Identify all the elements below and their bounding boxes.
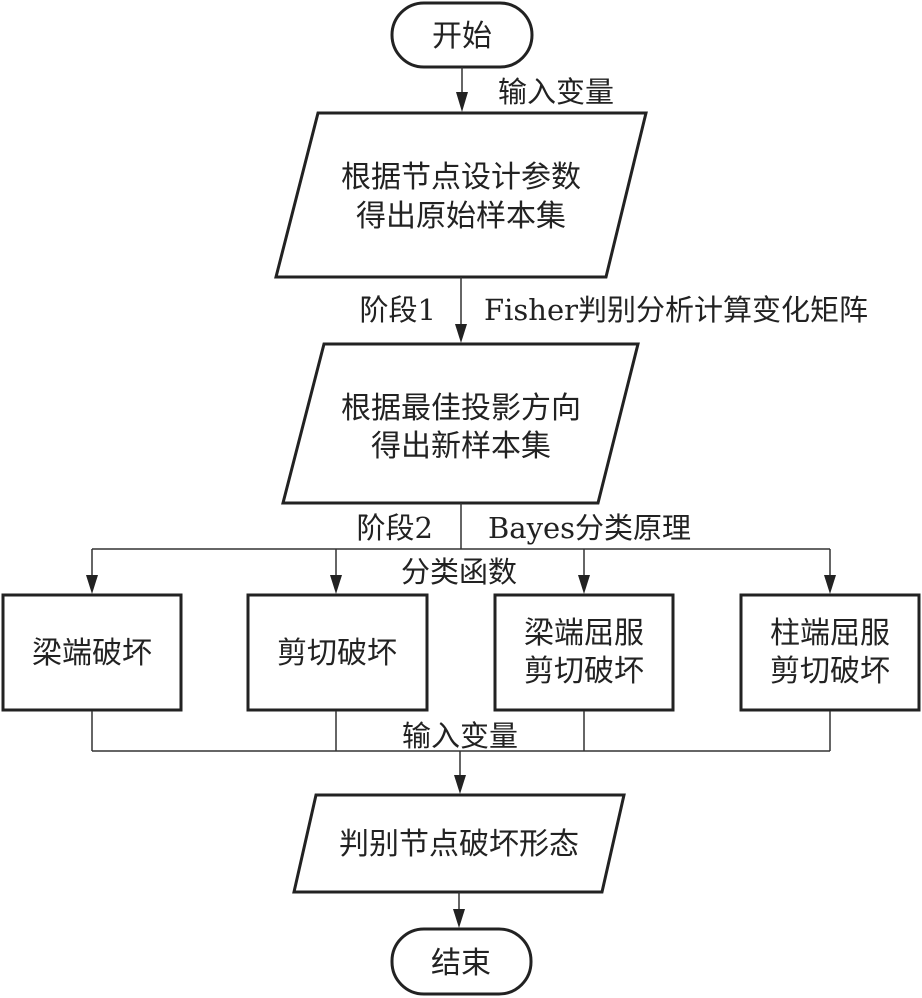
arrowhead bbox=[578, 575, 590, 594]
edge-label-input-variables-bottom: 输入变量 bbox=[402, 719, 518, 753]
edge-label-fisher: Fisher判别分析计算变化矩阵 bbox=[484, 293, 868, 327]
edge-label-stage2: 阶段2 bbox=[357, 511, 433, 545]
class-beam-end-label: 梁端破坏 bbox=[32, 636, 152, 671]
class-shear-label: 剪切破坏 bbox=[277, 636, 397, 671]
original-sample-line-1: 根据节点设计参数 bbox=[341, 160, 581, 195]
class-beam-end-node bbox=[1, 593, 183, 712]
new-sample-line-1: 根据最佳投影方向 bbox=[341, 391, 581, 426]
judge-failure-mode-label: 判别节点破坏形态 bbox=[339, 827, 579, 862]
end-label: 结束 bbox=[431, 946, 491, 981]
arrowhead bbox=[453, 909, 465, 928]
class-beam-yield-shear-line-1: 梁端屈服 bbox=[524, 616, 644, 651]
class-beam-yield-shear-line-2: 剪切破坏 bbox=[524, 654, 644, 689]
edge-label-stage1: 阶段1 bbox=[360, 293, 436, 327]
arrowhead bbox=[330, 575, 342, 594]
class-shear-node bbox=[246, 593, 429, 712]
new-sample-line-2: 得出新样本集 bbox=[371, 429, 551, 464]
original-sample-node bbox=[274, 111, 648, 279]
class-column-yield-shear-line-2: 剪切破坏 bbox=[770, 654, 890, 689]
edge-label-bayes: Bayes分类原理 bbox=[488, 511, 691, 545]
arrowhead bbox=[454, 775, 466, 794]
end-node bbox=[390, 927, 533, 996]
start-label: 开始 bbox=[432, 19, 492, 54]
class-column-yield-shear-line-1: 柱端屈服 bbox=[770, 616, 890, 651]
class-beam-yield-shear-node bbox=[493, 593, 675, 712]
arrowhead bbox=[86, 575, 98, 594]
arrowhead bbox=[824, 575, 836, 594]
new-sample-node bbox=[281, 342, 640, 505]
arrowhead bbox=[455, 324, 467, 343]
edge-label-classify-function: 分类函数 bbox=[401, 555, 517, 589]
arrowhead bbox=[456, 92, 468, 112]
judge-failure-mode-node bbox=[292, 793, 626, 894]
class-column-yield-shear-node bbox=[739, 593, 921, 712]
original-sample-line-2: 得出原始样本集 bbox=[356, 199, 566, 234]
edge-label-input-variables-top: 输入变量 bbox=[498, 75, 614, 109]
